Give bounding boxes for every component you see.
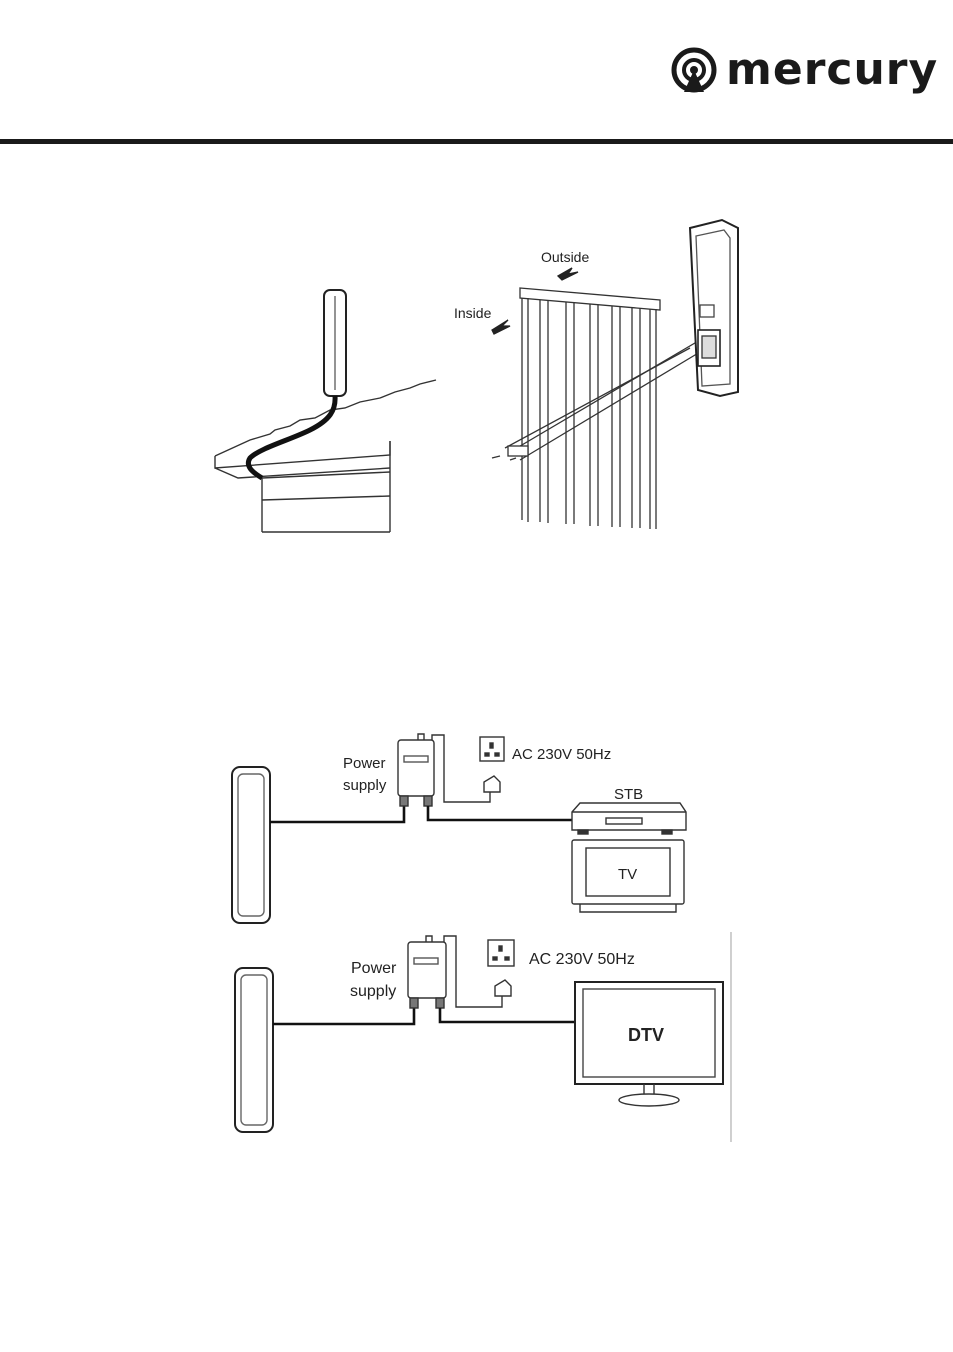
- stb-power-label-2: supply: [343, 777, 387, 794]
- stb-label: STB: [614, 786, 643, 803]
- outside-label: Outside: [541, 249, 589, 265]
- stb-connection-figure: [232, 734, 686, 923]
- dtv-label: DTV: [628, 1025, 664, 1045]
- wall-socket-icon: [480, 737, 504, 761]
- dtv-power-label-2: supply: [350, 983, 396, 1000]
- wall-mount-figure: [492, 220, 738, 529]
- stb-ac-label: AC 230V 50Hz: [512, 746, 611, 763]
- roof-mount-figure: [215, 290, 436, 532]
- dtv-power-label-1: Power: [351, 960, 397, 977]
- outside-arrow-icon: [558, 268, 578, 280]
- set-top-box: [572, 803, 686, 830]
- tv-label: TV: [618, 866, 637, 883]
- power-plug-icon-2: [495, 980, 511, 996]
- inside-arrow-icon: [492, 320, 510, 334]
- dtv-ac-label: AC 230V 50Hz: [529, 951, 635, 968]
- wall-socket-icon-2: [488, 940, 514, 966]
- power-supply-unit: [398, 740, 434, 796]
- power-supply-unit-2: [408, 942, 446, 998]
- inside-label: Inside: [454, 305, 492, 321]
- power-plug-icon: [484, 776, 500, 792]
- stb-power-label-1: Power: [343, 755, 386, 772]
